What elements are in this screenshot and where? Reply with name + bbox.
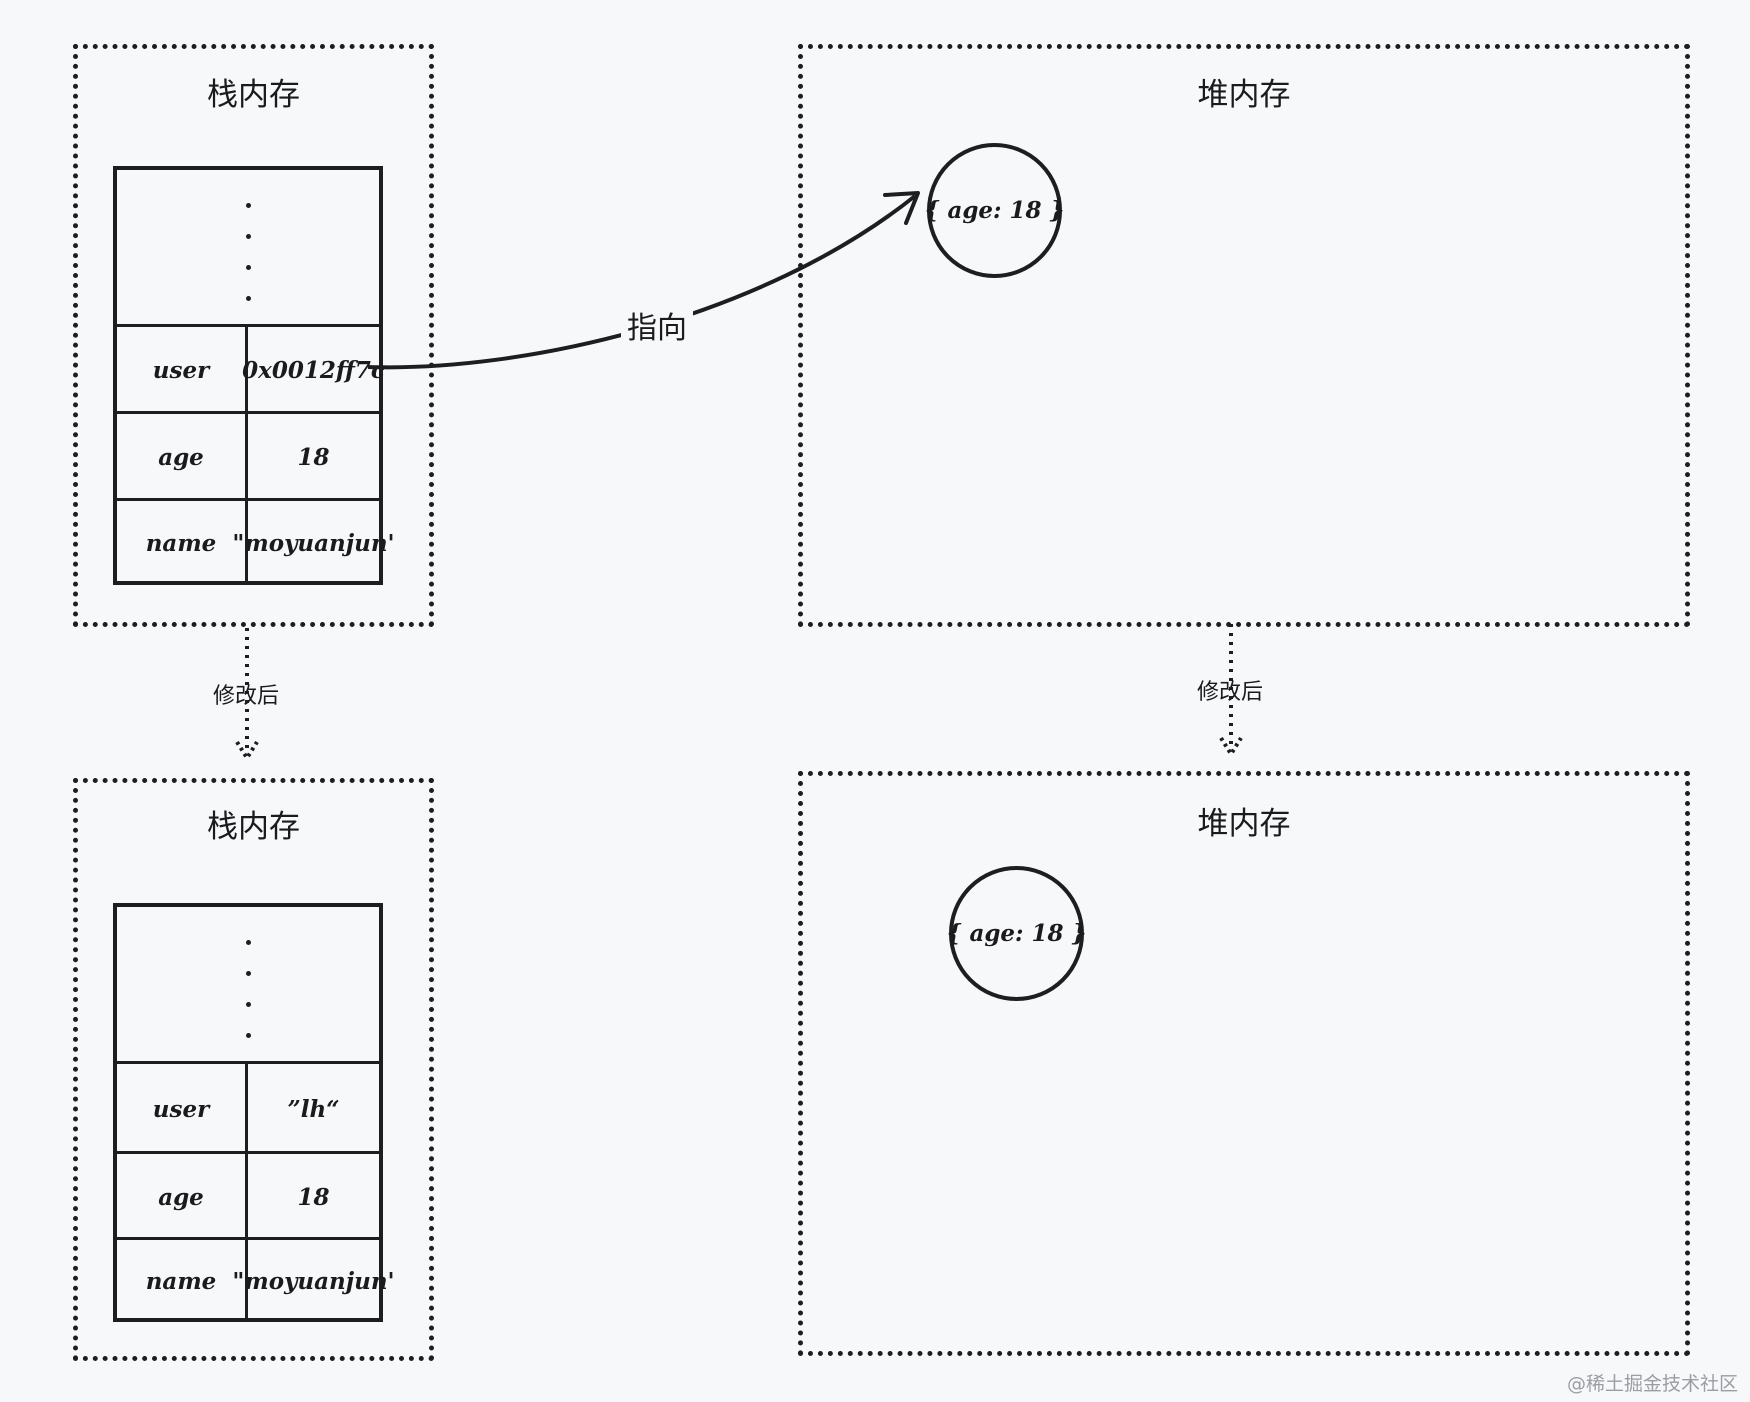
row-value: 18 (297, 1183, 330, 1211)
top-stack-table: user 0x0012ff7c age 18 name "moyuanjun' (113, 166, 395, 585)
bottom-heap-panel: 堆内存 { age: 18 } (798, 771, 1690, 1356)
heap-object: { age: 18 } (947, 866, 1086, 1001)
bottom-stack-table: user ”lh“ age 18 name "moyuanjun' (113, 903, 395, 1322)
row-value: "moyuanjun' (232, 529, 395, 557)
top-stack-panel: 栈内存 user 0x0012ff7c age 18 name "moyuanj… (73, 44, 434, 627)
top-heap-panel: 堆内存 { age: 18 } (798, 44, 1690, 627)
row-value: 0x0012ff7c (242, 357, 385, 384)
bottom-heap-title: 堆内存 (1197, 806, 1291, 842)
row-key: age (158, 444, 204, 471)
top-stack-title: 栈内存 (207, 77, 300, 113)
table-row: name "moyuanjun' (117, 498, 395, 585)
row-key: user (152, 357, 210, 384)
table-row: age 18 (117, 1151, 379, 1240)
transition-arrowhead-right (1219, 736, 1243, 758)
bottom-stack-panel: 栈内存 user ”lh“ age 18 name "moyuanjun' (73, 778, 434, 1361)
table-row: user 0x0012ff7c (117, 324, 385, 414)
heap-object: { age: 18 } (925, 143, 1064, 278)
top-heap-title: 堆内存 (1197, 77, 1291, 113)
watermark: @稀土掘金技术社区 (1566, 1373, 1738, 1395)
column-divider (245, 324, 248, 581)
table-row: name "moyuanjun' (117, 1237, 395, 1322)
table-row: user ”lh“ (117, 1061, 379, 1154)
transition-arrowhead-left (235, 740, 259, 762)
stack-ellipsis (117, 190, 379, 314)
transition-label-left: 修改后 (213, 684, 280, 709)
row-value: 18 (297, 444, 330, 471)
row-key: name (145, 1267, 217, 1295)
row-value: "moyuanjun' (232, 1267, 395, 1295)
table-row: age 18 (117, 411, 379, 501)
transition-label-right: 修改后 (1197, 680, 1264, 705)
pointer-label: 指向 (621, 303, 693, 347)
bottom-stack-title: 栈内存 (207, 809, 300, 845)
row-key: name (145, 529, 217, 557)
row-key: user (152, 1095, 210, 1123)
row-value: ”lh“ (287, 1095, 340, 1123)
column-divider (245, 1061, 248, 1318)
stack-ellipsis (117, 927, 379, 1051)
row-key: age (158, 1183, 204, 1211)
